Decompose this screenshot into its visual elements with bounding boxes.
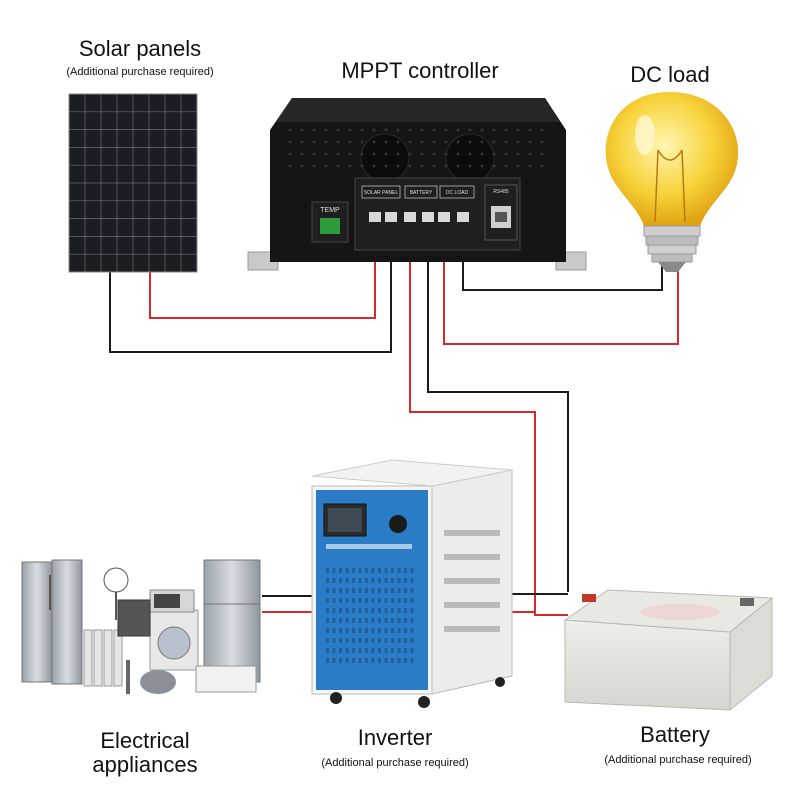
solar-panel-image: [68, 93, 198, 273]
solar-panel-port-label: SOLAR PANEL: [364, 190, 399, 196]
inverter-image: [311, 459, 513, 708]
battery-title: Battery: [640, 722, 710, 747]
solar-negative-terminal: [385, 212, 397, 222]
light-bulb-image: [605, 92, 739, 272]
electrical-appliances-title-line1: Electrical: [100, 728, 190, 753]
electrical-appliances-title-line2: appliances: [92, 752, 198, 777]
solar-negative-wire: [109, 222, 392, 353]
dc-load-title: DC load: [630, 62, 710, 87]
load-positive-wire: [443, 222, 679, 345]
battery-negative-terminal: [422, 212, 434, 222]
load-positive-terminal: [438, 212, 450, 222]
battery-image: [563, 589, 774, 712]
battery-positive-terminal: [404, 212, 416, 222]
load-negative-terminal: [457, 212, 469, 222]
temp-connector: [320, 218, 340, 234]
temp-port-label: TEMP: [320, 207, 340, 214]
inverter-title: Inverter: [357, 725, 433, 750]
battery-note: (Additional purchase required): [604, 754, 752, 766]
mppt-controller-image: SOLAR PANEL BATTERY DC LOAD TEMP RS485: [247, 98, 587, 271]
dc-load-port-label: DC LOAD: [446, 190, 469, 196]
battery-port-label: BATTERY: [410, 190, 433, 196]
solar-positive-wire: [149, 222, 376, 319]
battery-negative-wire: [427, 222, 569, 592]
battery-positive-post: [582, 594, 596, 602]
inverter-note: (Additional purchase required): [321, 757, 469, 769]
solar-panels-note: (Additional purchase required): [66, 66, 214, 78]
solar-panels-title: Solar panels: [78, 36, 202, 61]
electrical-appliances-image: [21, 559, 261, 694]
rs485-port-label: RS485: [493, 189, 509, 195]
mppt-controller-title: MPPT controller: [341, 58, 499, 83]
solar-positive-terminal: [369, 212, 381, 222]
battery-negative-post: [740, 598, 754, 606]
battery-positive-wire: [409, 222, 568, 616]
